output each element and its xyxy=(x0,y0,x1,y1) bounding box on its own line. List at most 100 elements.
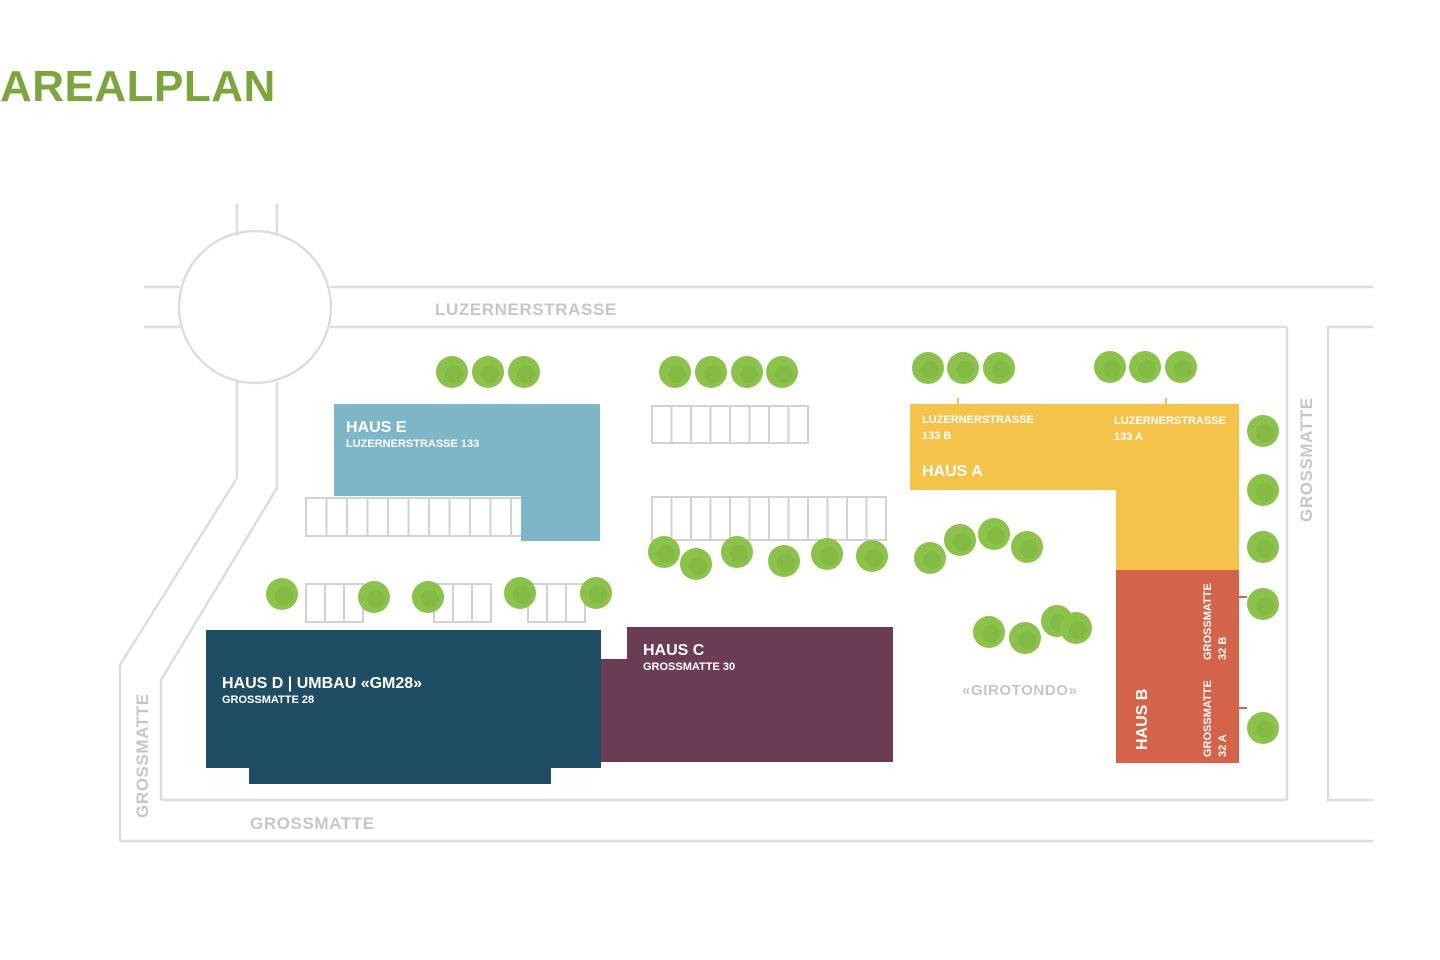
area-label-girotondo: «GIROTONDO» xyxy=(962,682,1078,699)
haus-a-name: HAUS A xyxy=(922,463,983,480)
parking-space-icon xyxy=(729,405,751,444)
tree-icon xyxy=(944,524,976,556)
parking-space-icon xyxy=(826,496,848,541)
street-label-grossmatte-left: GROSSMATTE xyxy=(133,693,152,818)
parking-space-icon xyxy=(448,497,471,537)
haus-e-address: LUZERNERSTRASSE 133 xyxy=(346,438,479,450)
haus-a-entrance-1-number: 133 B xyxy=(922,430,951,442)
parking-space-icon xyxy=(748,496,770,541)
tree-icon xyxy=(1247,531,1279,563)
parking-space-icon xyxy=(787,496,809,541)
parking-space-icon xyxy=(471,583,492,623)
tree-icon xyxy=(680,548,712,580)
page-title: AREALPLAN xyxy=(0,62,276,111)
haus-d-name: HAUS D | UMBAU «GM28» xyxy=(222,675,422,692)
haus-e-footprint xyxy=(334,404,600,541)
tree-icon xyxy=(266,578,298,610)
haus-a-entrance-1-street: LUZERNERSTRASSE xyxy=(922,414,1034,426)
parking-space-icon xyxy=(690,405,712,444)
tree-icon xyxy=(1011,531,1043,563)
parking-space-icon xyxy=(709,496,731,541)
haus-b-entrance-1-number: 32 B xyxy=(1217,637,1229,660)
tree-icon xyxy=(766,356,798,388)
haus-d-footprint xyxy=(206,630,601,784)
road-grossmatte-right-outer xyxy=(1326,325,1373,802)
street-label-grossmatte-bottom: GROSSMATTE xyxy=(250,814,375,833)
parking-space-icon xyxy=(366,497,389,537)
tree-icon xyxy=(1247,415,1279,447)
parking-space-icon xyxy=(346,497,369,537)
building-haus-d[interactable]: HAUS D | UMBAU «GM28» GROSSMATTE 28 xyxy=(206,630,601,784)
street-label-grossmatte-right: GROSSMATTE xyxy=(1297,397,1316,522)
tree-icon xyxy=(811,538,843,570)
tree-icon xyxy=(721,536,753,568)
haus-b-entrance-2-number: 32 A xyxy=(1217,734,1229,757)
parking-space-icon xyxy=(768,405,790,444)
roundabout-icon xyxy=(177,229,333,385)
tree-icon xyxy=(912,352,944,384)
haus-e-name: HAUS E xyxy=(346,419,407,436)
parking-space-icon xyxy=(670,496,692,541)
parking-space-icon xyxy=(387,497,410,537)
parking-space-icon xyxy=(469,497,492,537)
haus-c-name: HAUS C xyxy=(643,642,705,659)
parking-spaces xyxy=(305,405,887,623)
tree-icon xyxy=(947,352,979,384)
parking-space-icon xyxy=(670,405,692,444)
haus-a-entrance-2-number: 133 A xyxy=(1114,431,1143,443)
tree-icon xyxy=(1247,712,1279,744)
parking-space-icon xyxy=(452,583,473,623)
tree-icon xyxy=(504,577,536,609)
tree-icon xyxy=(659,356,691,388)
tree-icon xyxy=(856,540,888,572)
tree-icon xyxy=(648,536,680,568)
haus-a-footprint xyxy=(910,404,1239,570)
tree-icon xyxy=(768,545,800,577)
parking-space-icon xyxy=(305,497,328,537)
tree-icon xyxy=(1060,612,1092,644)
parking-space-icon xyxy=(690,496,712,541)
parking-space-icon xyxy=(787,405,809,444)
tree-icon xyxy=(978,518,1010,550)
tree-icon xyxy=(472,356,504,388)
tree-icon xyxy=(436,356,468,388)
tree-icon xyxy=(1009,622,1041,654)
tree-icon xyxy=(731,356,763,388)
parking-space-icon xyxy=(407,497,430,537)
parking-space-icon xyxy=(846,496,868,541)
haus-b-entrance-2-street: GROSSMATTE xyxy=(1202,680,1214,757)
street-label-luzernerstrasse: LUZERNERSTRASSE xyxy=(435,300,617,319)
road-grossmatte-left-outer xyxy=(118,382,239,841)
building-haus-b[interactable]: HAUS B GROSSMATTE 32 B GROSSMATTE 32 A xyxy=(1116,570,1247,763)
tree-icon xyxy=(1165,351,1197,383)
haus-c-address: GROSSMATTE 30 xyxy=(643,661,735,673)
tree-icon xyxy=(580,577,612,609)
parking-space-icon xyxy=(768,496,790,541)
tree-icon xyxy=(1247,588,1279,620)
haus-b-name: HAUS B xyxy=(1134,689,1151,750)
building-haus-e[interactable]: HAUS E LUZERNERSTRASSE 133 xyxy=(334,404,600,541)
parking-space-icon xyxy=(807,496,829,541)
parking-space-icon xyxy=(489,497,512,537)
parking-space-icon xyxy=(305,583,326,623)
haus-d-address: GROSSMATTE 28 xyxy=(222,694,314,706)
road-network xyxy=(118,204,1373,843)
tree-icon xyxy=(914,542,946,574)
building-haus-c[interactable]: HAUS C GROSSMATTE 30 xyxy=(598,627,893,762)
tree-icon xyxy=(1094,351,1126,383)
parking-space-icon xyxy=(325,497,348,537)
tree-icon xyxy=(983,352,1015,384)
parking-space-icon xyxy=(729,496,751,541)
tree-icon xyxy=(508,356,540,388)
tree-icon xyxy=(695,356,727,388)
tree-icon xyxy=(358,581,390,613)
haus-b-entrance-1-street: GROSSMATTE xyxy=(1202,583,1214,660)
road-grossmatte-left-inner xyxy=(159,382,279,800)
tree-icon xyxy=(412,581,444,613)
parking-space-icon xyxy=(651,496,673,541)
tree-icon xyxy=(1247,474,1279,506)
trees xyxy=(266,351,1279,744)
building-haus-a[interactable]: LUZERNERSTRASSE 133 B LUZERNERSTRASSE 13… xyxy=(910,398,1239,570)
tree-icon xyxy=(1129,351,1161,383)
